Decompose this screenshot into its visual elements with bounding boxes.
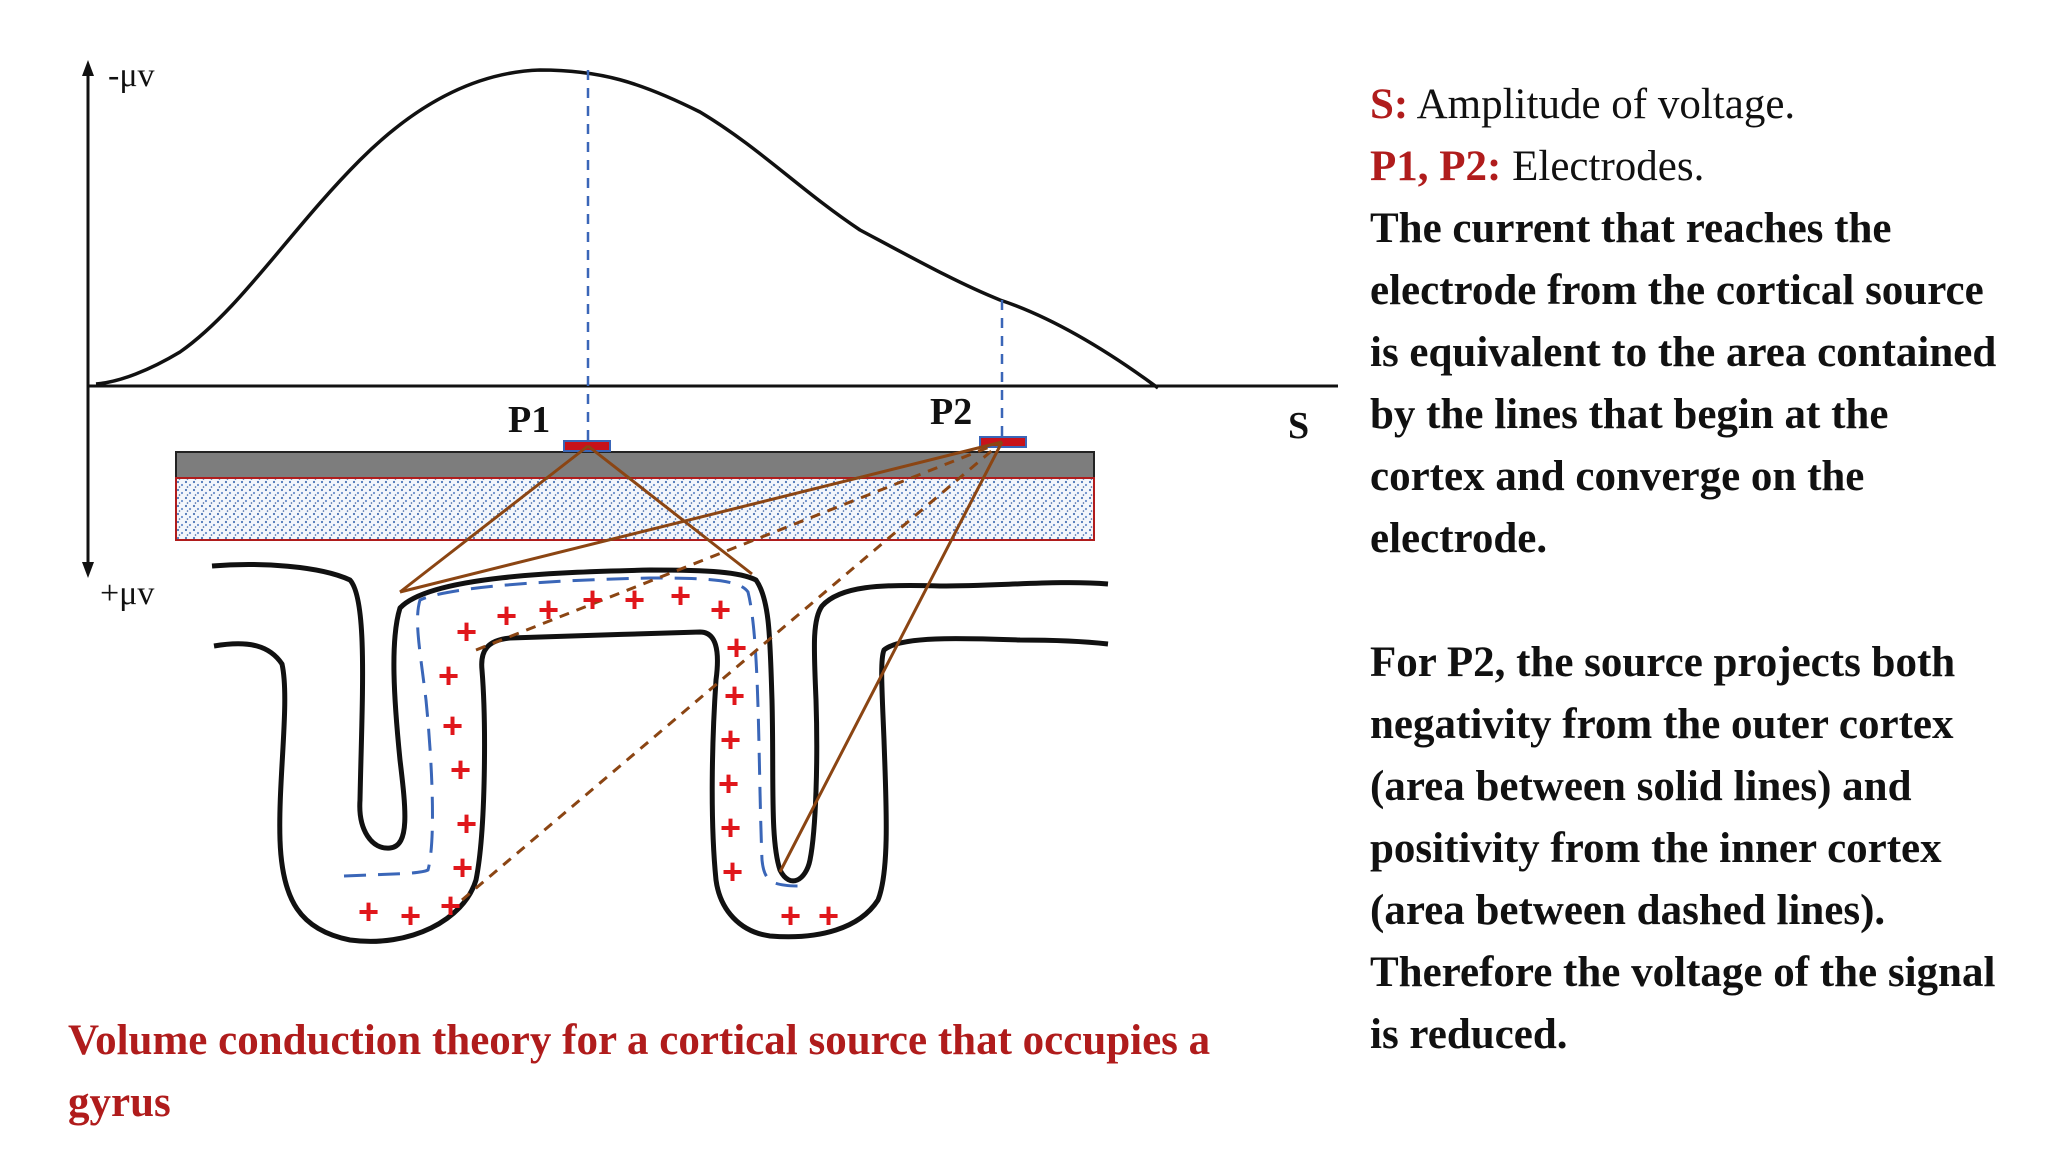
y-axis-bottom-label: +μv	[100, 575, 154, 612]
cortex-inner-outline	[213, 629, 1109, 944]
dashed-convergence-lines	[461, 440, 1003, 902]
plus-sign: +	[710, 589, 731, 630]
plus-sign: +	[450, 749, 471, 790]
plus-sign: +	[726, 627, 747, 668]
plus-sign: +	[440, 885, 461, 926]
plus-sign: +	[442, 705, 463, 746]
legend-p-text: Electrodes.	[1501, 143, 1705, 190]
plus-sign: +	[780, 895, 801, 936]
voltage-axis-arrow-up	[82, 60, 94, 76]
plus-sign: +	[400, 895, 421, 936]
legend-p: P1, P2: Electrodes.	[1370, 136, 2010, 198]
figure-caption: Volume conduction theory for a cortical …	[68, 1017, 1211, 1126]
plus-sign: +	[624, 579, 645, 620]
plus-sign: +	[456, 803, 477, 844]
p1-label: P1	[508, 399, 550, 441]
plus-sign: +	[718, 763, 739, 804]
plus-sign: +	[720, 719, 741, 760]
p2-label: P2	[930, 391, 972, 433]
legend-s-key: S:	[1370, 81, 1409, 128]
plus-sign: +	[720, 807, 741, 848]
explanation-paragraph-1: The current that reaches the electrode f…	[1370, 205, 1997, 562]
plus-sign: +	[818, 895, 839, 936]
legend-s: S: Amplitude of voltage.	[1370, 74, 2010, 136]
electrode-p2	[979, 436, 1027, 448]
solid-convergence-lines	[399, 440, 1004, 873]
y-axis-top-label: -μv	[108, 57, 155, 94]
source-dashed-layer	[343, 576, 801, 888]
plus-sign: +	[438, 655, 459, 696]
volume-conduction-diagram: -μv +μv S P1 P2 + + + + + + + +	[82, 57, 1338, 944]
plus-sign: +	[496, 595, 517, 636]
plus-sign: +	[452, 847, 473, 888]
s-axis-label: S	[1288, 405, 1309, 447]
plus-sign: +	[538, 589, 559, 630]
csf-layer	[175, 477, 1095, 541]
plus-sign: +	[456, 611, 477, 652]
explanation-paragraph-2: For P2, the source projects both negativ…	[1370, 639, 1996, 1058]
plus-sign: +	[670, 575, 691, 616]
voltage-curve	[95, 68, 1160, 390]
legend-s-text: Amplitude of voltage.	[1408, 81, 1796, 128]
cortex-outer-outline	[211, 562, 1109, 884]
legend-p-key: P1, P2:	[1370, 143, 1502, 190]
plus-sign: +	[722, 851, 743, 892]
voltage-axis-arrow-down	[82, 562, 94, 578]
positive-charges: + + + + + + + + + + + + + + + + + + + + …	[358, 575, 839, 936]
plus-sign: +	[358, 891, 379, 932]
plus-sign: +	[582, 579, 603, 620]
explanation-text: S: Amplitude of voltage. P1, P2: Electro…	[1370, 74, 2010, 1066]
plus-sign: +	[724, 675, 745, 716]
skull-layer	[175, 451, 1095, 479]
